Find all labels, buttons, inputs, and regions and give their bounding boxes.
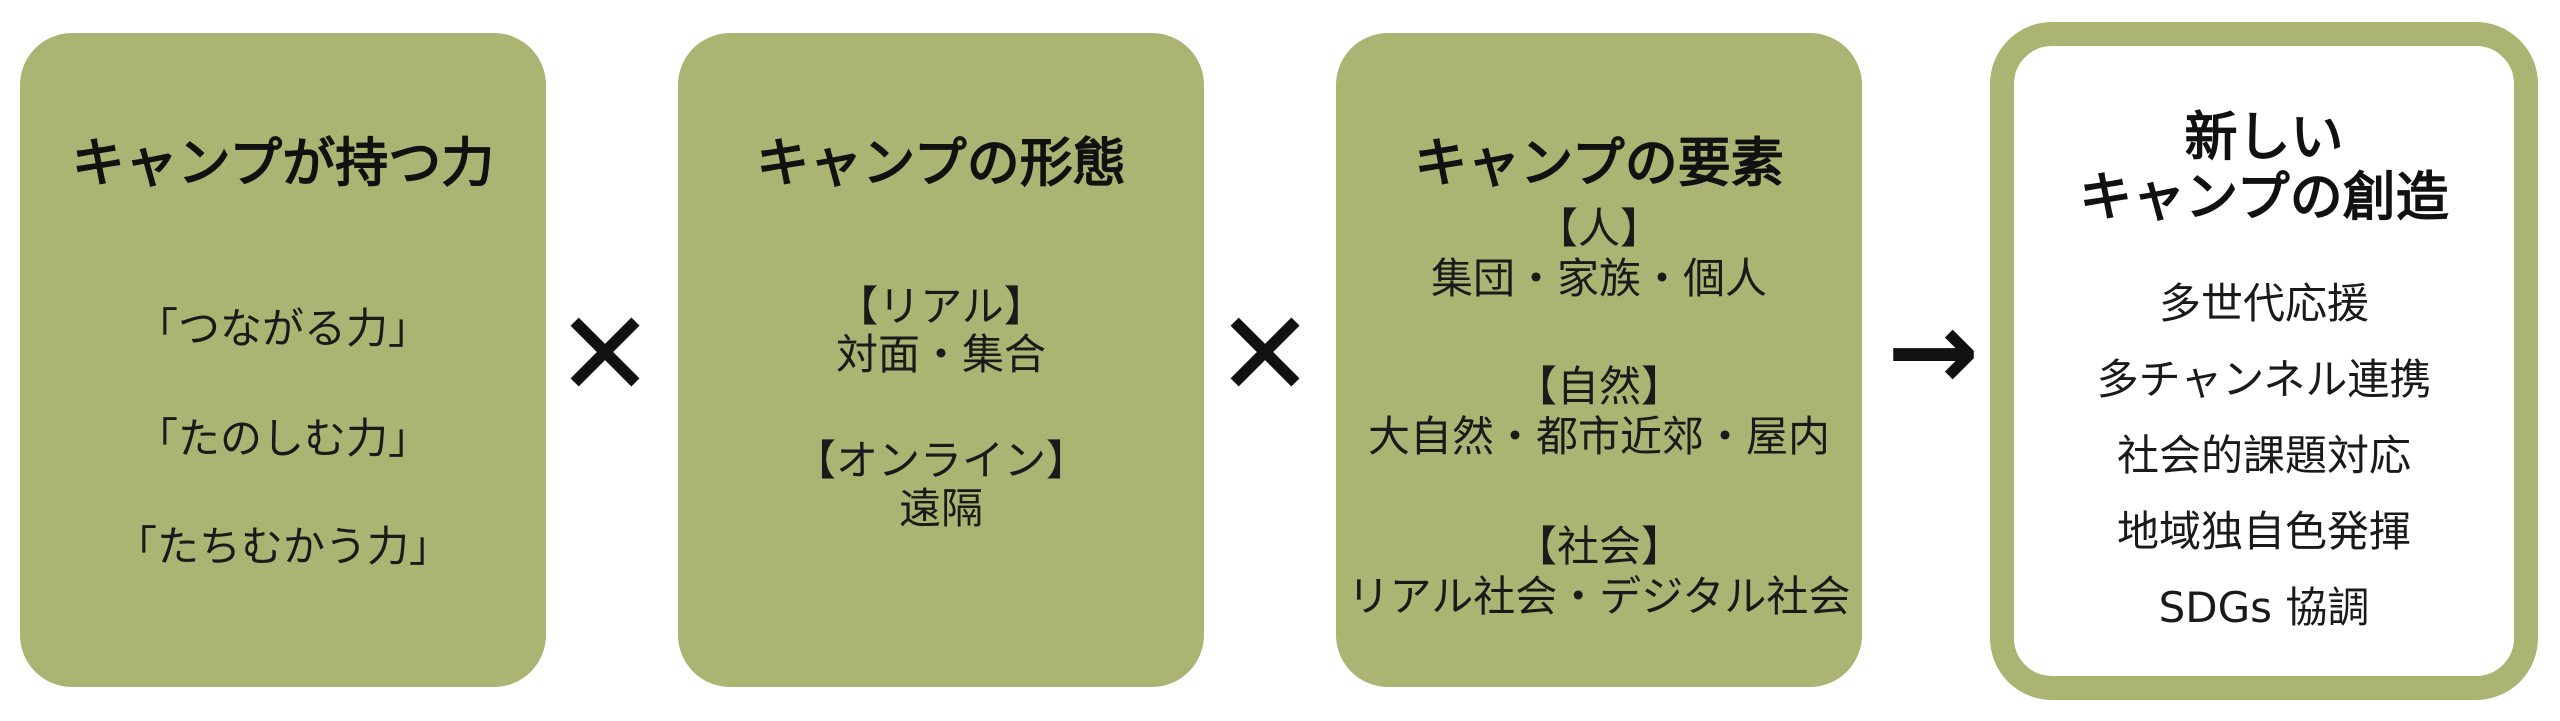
group-head: 【オンライン】	[793, 436, 1088, 485]
result-title-line1: 新しい	[2184, 107, 2344, 168]
multiply-icon: ✕	[1215, 285, 1315, 423]
list-item: 「たのしむ力」	[135, 414, 430, 463]
group-body: 集団・家族・個人	[1430, 254, 1767, 303]
list-item: 社会的課題対応	[2116, 431, 2411, 480]
group-body: 対面・集合	[835, 330, 1046, 379]
list-item: 多チャンネル連携	[2096, 355, 2432, 404]
arrow-right-icon: →	[1886, 287, 1980, 415]
box-camp-forms: キャンプの形態 【リアル】 対面・集合 【オンライン】 遠隔	[678, 33, 1204, 687]
list-item: SDGs 協調	[2158, 583, 2370, 632]
list-item: 「たちむかう力」	[114, 522, 451, 571]
group-head: 【社会】	[1514, 522, 1683, 571]
list-item: 多世代応援	[2158, 279, 2369, 328]
group-head: 【自然】	[1514, 362, 1683, 411]
box-camp-elements: キャンプの要素 【人】 集団・家族・個人 【自然】 大自然・都市近郊・屋内 【社…	[1336, 33, 1862, 687]
box-title: キャンプの要素	[1414, 133, 1784, 194]
box-camp-power: キャンプが持つ力 「つながる力」 「たのしむ力」 「たちむかう力」	[20, 33, 546, 687]
group-head: 【人】	[1535, 204, 1662, 253]
group-body: 大自然・都市近郊・屋内	[1367, 412, 1830, 461]
group-head: 【リアル】	[836, 282, 1046, 331]
multiply-icon: ✕	[555, 285, 655, 423]
group-body: リアル社会・デジタル社会	[1347, 572, 1851, 621]
box-new-camp: 新しい キャンプの創造 多世代応援 多チャンネル連携 社会的課題対応 地域独自色…	[1990, 22, 2538, 700]
result-title-line2: キャンプの創造	[2079, 167, 2449, 228]
list-item: 「つながる力」	[135, 304, 430, 353]
group-body: 遠隔	[898, 484, 983, 533]
list-item: 地域独自色発揮	[2116, 507, 2411, 556]
box-title: キャンプの形態	[756, 133, 1126, 194]
box-title: キャンプが持つ力	[71, 133, 495, 194]
